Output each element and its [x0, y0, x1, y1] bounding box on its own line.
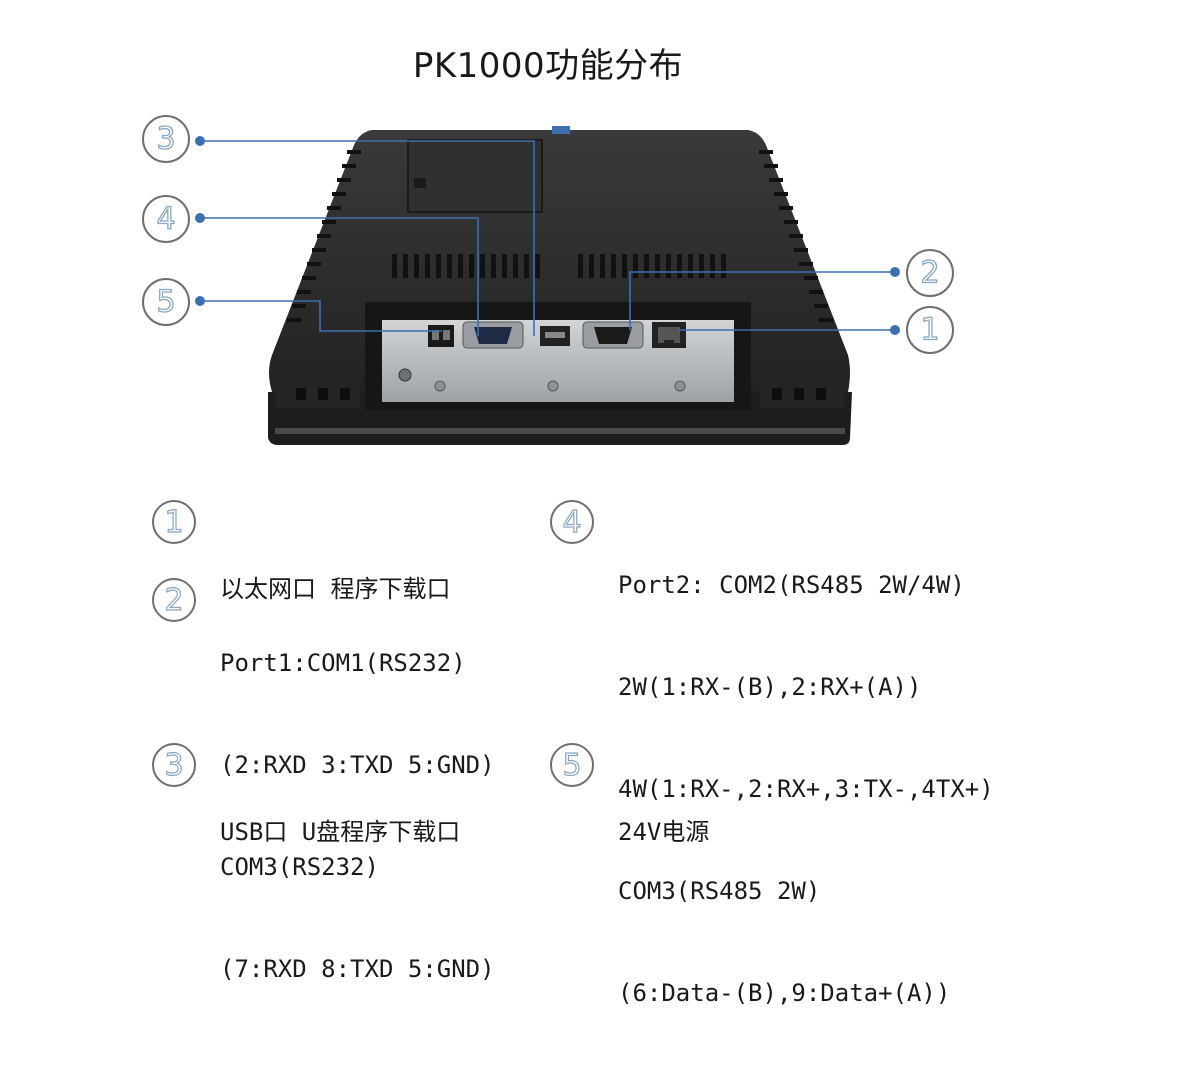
svg-text:2: 2 [920, 256, 939, 291]
leader-line-5 [200, 300, 442, 332]
battery-cover [407, 139, 543, 213]
legend-line: Port2: COM2(RS485 2W/4W) [618, 571, 965, 599]
svg-text:4: 4 [156, 202, 175, 237]
legend-line: USB口 U盘程序下载口 [220, 818, 461, 846]
svg-text:1: 1 [920, 313, 939, 348]
side-vents-left [287, 150, 361, 322]
legend-number: 5 [550, 743, 594, 787]
legend-item-1: 1 以太网口 程序下载口 [152, 500, 450, 674]
db9-port-com2 [462, 321, 524, 349]
legend-number: 1 [152, 500, 196, 544]
callout-5: 5 [142, 278, 190, 326]
vent-grille-left [392, 254, 540, 278]
panel-screw [674, 380, 686, 392]
legend-item-5: 5 24V电源 [550, 743, 709, 917]
legend-item-3: 3 USB口 U盘程序下载口 [152, 743, 460, 917]
legend-text: 24V电源 [618, 747, 709, 917]
legend-line: (7:RXD 8:TXD 5:GND) [220, 955, 495, 983]
leader-line-3 [200, 140, 535, 336]
leader-dots [195, 136, 900, 335]
leader-lines [200, 140, 895, 336]
vent-grille-right [578, 254, 726, 278]
legend-text: 以太网口 程序下载口 [220, 504, 450, 674]
top-notch [552, 126, 570, 134]
legend-number: 2 [152, 578, 196, 622]
legend-line: (6:Data-(B),9:Data+(A)) [618, 979, 951, 1007]
panel-screw [434, 380, 446, 392]
device-diagram: 3 4 5 2 1 [142, 115, 954, 445]
panel-screw [547, 380, 559, 392]
legend-number: 4 [550, 500, 594, 544]
ground-screw [398, 368, 412, 382]
legend-line: Port1:COM1(RS232) [220, 649, 466, 677]
legend-number: 3 [152, 743, 196, 787]
legend-line: 24V电源 [618, 818, 710, 846]
cover-latch [414, 178, 426, 188]
side-vents-right [759, 150, 833, 322]
legend-line: 以太网口 程序下载口 [220, 575, 451, 603]
legend-line: 4W(1:RX-,2:RX+,3:TX-,4TX+) [618, 775, 994, 803]
callout-4: 4 [142, 195, 190, 243]
page-title: PK1000功能分布 [412, 46, 684, 86]
svg-text:5: 5 [156, 285, 175, 320]
legend-line: 2W(1:RX-(B),2:RX+(A)) [618, 673, 922, 701]
power-connector [428, 325, 454, 347]
ethernet-port [652, 322, 686, 348]
callout-2: 2 [906, 249, 954, 297]
bezel-highlight [275, 428, 845, 434]
legend-line: (2:RXD 3:TXD 5:GND) [220, 751, 495, 779]
svg-text:3: 3 [156, 122, 175, 157]
db9-port-com1 [582, 321, 644, 349]
legend-line: COM3(RS232) [220, 853, 379, 881]
callout-3: 3 [142, 115, 190, 163]
usb-port [540, 326, 570, 346]
callout-1: 1 [906, 306, 954, 354]
leader-line-4 [200, 217, 479, 336]
legend-text: USB口 U盘程序下载口 [220, 747, 460, 917]
leader-line-2 [629, 271, 895, 330]
